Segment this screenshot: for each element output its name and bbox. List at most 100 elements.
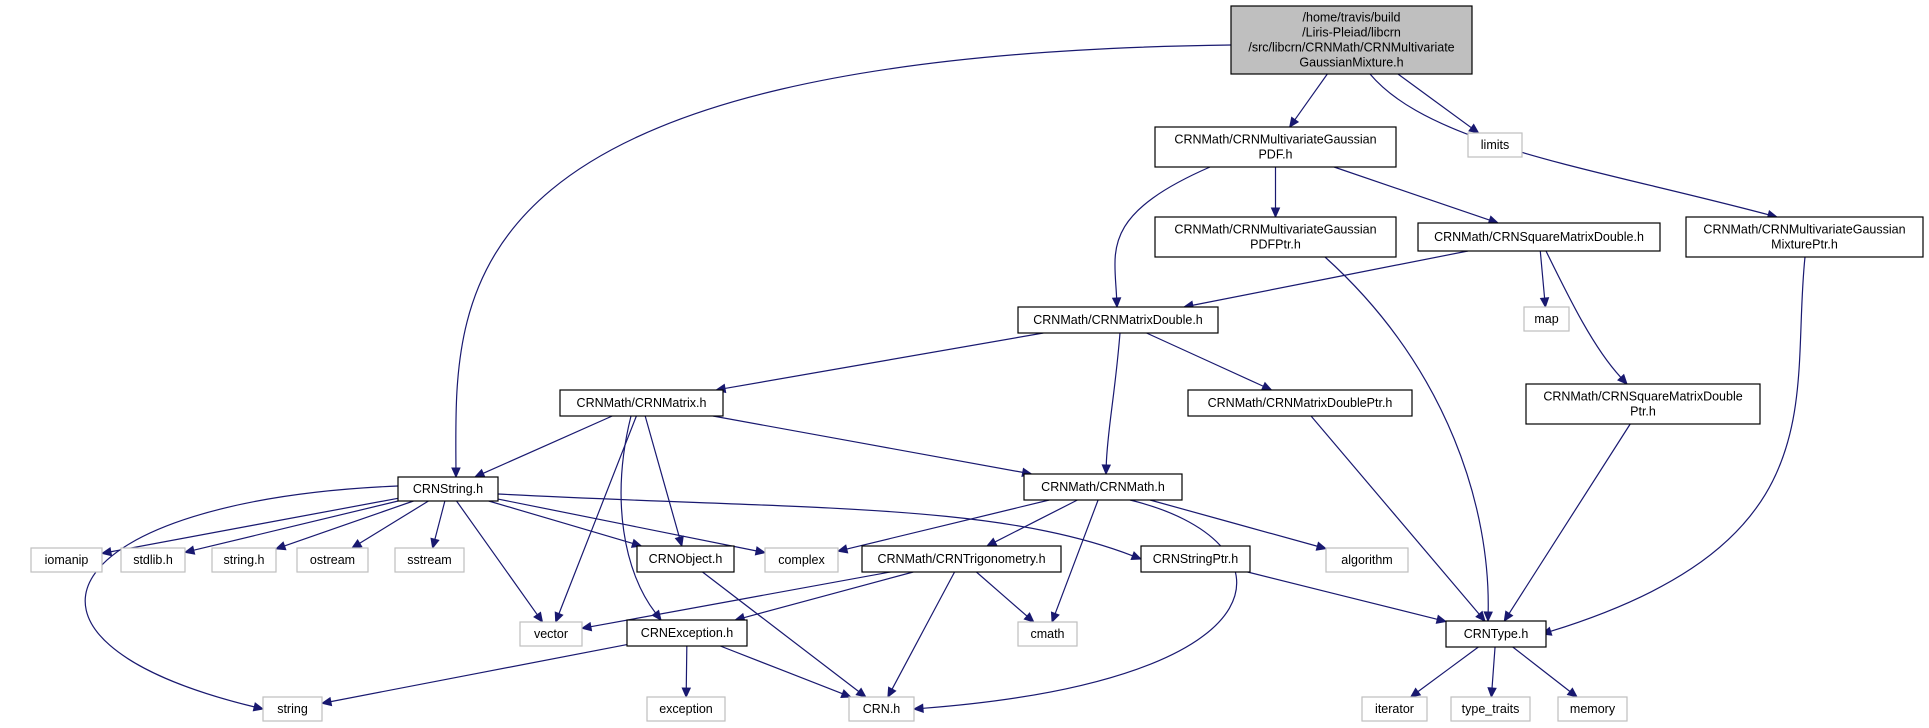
edge-line bbox=[558, 415, 637, 614]
arrowhead-icon bbox=[1023, 612, 1035, 623]
arrowhead-icon bbox=[1111, 297, 1122, 309]
arrowhead-icon bbox=[430, 537, 440, 550]
edge-matdouble-to-crnmath bbox=[1101, 332, 1121, 476]
node-label: CRNString.h bbox=[413, 482, 483, 496]
arrowhead-icon bbox=[887, 686, 897, 699]
edge-crntype-to-type_traits bbox=[1487, 646, 1497, 699]
node-label: MixturePtr.h bbox=[1771, 238, 1838, 252]
arrowhead-icon bbox=[350, 538, 363, 549]
edge-line bbox=[1397, 73, 1472, 129]
edge-line bbox=[846, 499, 1050, 550]
edge-gpdf-to-gpdfptr bbox=[1270, 167, 1281, 219]
node-label: ostream bbox=[310, 553, 355, 567]
arrowhead-icon bbox=[451, 467, 461, 479]
edge-gmixptr-to-crntype bbox=[1540, 256, 1806, 636]
node-crntype[interactable]: CRNType.h bbox=[1445, 620, 1547, 648]
arrowhead-icon bbox=[533, 611, 544, 624]
arrowhead-icon bbox=[252, 702, 265, 712]
node-matrix[interactable]: CRNMath/CRNMatrix.h bbox=[559, 389, 724, 417]
node-memory: memory bbox=[1557, 696, 1628, 722]
node-sqmat[interactable]: CRNMath/CRNSquareMatrixDouble.h bbox=[1417, 222, 1661, 252]
edge-crnstring-to-complex bbox=[497, 498, 767, 556]
edge-matrix-to-crnstring bbox=[473, 415, 613, 478]
arrowhead-icon bbox=[473, 468, 486, 478]
edge-crnmath-to-crnh bbox=[912, 499, 1238, 714]
node-string: string bbox=[262, 696, 323, 722]
edge-line bbox=[1324, 256, 1489, 613]
node-box bbox=[1023, 473, 1183, 501]
edge-line bbox=[743, 571, 914, 619]
edge-exception_h-to-string bbox=[320, 643, 628, 707]
node-box bbox=[519, 621, 583, 647]
node-stringptr[interactable]: CRNStringPtr.h bbox=[1140, 545, 1251, 573]
node-matdouble[interactable]: CRNMath/CRNMatrixDouble.h bbox=[1017, 306, 1219, 334]
node-box bbox=[764, 547, 839, 573]
edge-line bbox=[1192, 250, 1469, 306]
edge-sqmat-to-map bbox=[1539, 250, 1550, 309]
edge-line bbox=[712, 415, 1023, 473]
edge-gpdf-to-matdouble bbox=[1111, 166, 1211, 309]
arrowhead-icon bbox=[1130, 551, 1143, 561]
arrowhead-icon bbox=[1503, 610, 1514, 623]
node-box bbox=[1187, 389, 1413, 417]
arrowhead-icon bbox=[1483, 611, 1493, 623]
arrowhead-icon bbox=[912, 703, 924, 714]
node-label: exception bbox=[659, 702, 713, 716]
edge-line bbox=[84, 485, 399, 708]
edge-matrix-to-exception_h bbox=[620, 415, 662, 621]
edge-sqmat-to-sqmatptr bbox=[1545, 250, 1628, 385]
edge-line bbox=[1146, 332, 1264, 387]
arrowhead-icon bbox=[1270, 207, 1281, 219]
node-label: vector bbox=[534, 627, 568, 641]
edge-line bbox=[685, 645, 688, 689]
node-label: CRNMath/CRNTrigonometry.h bbox=[877, 552, 1045, 566]
arrowhead-icon bbox=[1409, 687, 1422, 698]
node-crnmath[interactable]: CRNMath/CRNMath.h bbox=[1023, 473, 1183, 501]
edge-matrix-to-vector bbox=[554, 415, 637, 624]
node-label: CRNMath/CRNMatrix.h bbox=[577, 396, 707, 410]
node-gmixptr[interactable]: CRNMath/CRNMultivariateGaussianMixturePt… bbox=[1685, 216, 1924, 258]
node-exception_h[interactable]: CRNException.h bbox=[626, 619, 748, 647]
node-label: sstream bbox=[407, 553, 451, 567]
node-box bbox=[1325, 547, 1409, 573]
arrowhead-icon bbox=[274, 541, 287, 551]
edge-matdouble-to-matrix bbox=[714, 332, 1044, 394]
node-label: GaussianMixture.h bbox=[1299, 56, 1403, 70]
node-stdlib: stdlib.h bbox=[120, 547, 186, 573]
node-crnstring[interactable]: CRNString.h bbox=[397, 476, 499, 502]
node-label: CRNObject.h bbox=[649, 552, 723, 566]
node-label: CRNException.h bbox=[641, 626, 733, 640]
node-root[interactable]: /home/travis/build/Liris-Pleiad/libcrn/s… bbox=[1230, 5, 1473, 75]
edge-root-to-limits bbox=[1397, 73, 1480, 134]
edge-line bbox=[1294, 73, 1328, 121]
node-box bbox=[394, 547, 465, 573]
node-box bbox=[848, 696, 915, 722]
node-box bbox=[626, 619, 748, 647]
arrowhead-icon bbox=[580, 621, 593, 632]
node-crnh: CRN.h bbox=[848, 696, 915, 722]
node-crnobject[interactable]: CRNObject.h bbox=[636, 545, 735, 573]
edge-stringptr-to-crntype bbox=[1247, 571, 1448, 624]
edge-line bbox=[488, 500, 633, 545]
edge-line bbox=[1417, 646, 1479, 693]
node-box bbox=[1525, 383, 1761, 425]
arrowhead-icon bbox=[1050, 611, 1060, 624]
node-matdoubleptr[interactable]: CRNMath/CRNMatrixDoublePtr.h bbox=[1187, 389, 1413, 417]
edge-crnstring-to-stringptr bbox=[497, 493, 1143, 561]
arrowhead-icon bbox=[554, 611, 564, 624]
node-map: map bbox=[1523, 306, 1570, 332]
node-label: limits bbox=[1481, 138, 1509, 152]
arrowhead-icon bbox=[836, 544, 849, 554]
node-box bbox=[211, 547, 277, 573]
edge-line bbox=[891, 571, 956, 690]
edge-line bbox=[702, 571, 860, 693]
node-label: CRNMath/CRNMultivariateGaussian bbox=[1174, 223, 1376, 237]
node-trig[interactable]: CRNMath/CRNTrigonometry.h bbox=[861, 545, 1062, 573]
node-label: type_traits bbox=[1462, 702, 1520, 716]
edge-line bbox=[976, 571, 1028, 617]
node-label: string.h bbox=[224, 553, 265, 567]
arrowhead-icon bbox=[1101, 464, 1112, 476]
